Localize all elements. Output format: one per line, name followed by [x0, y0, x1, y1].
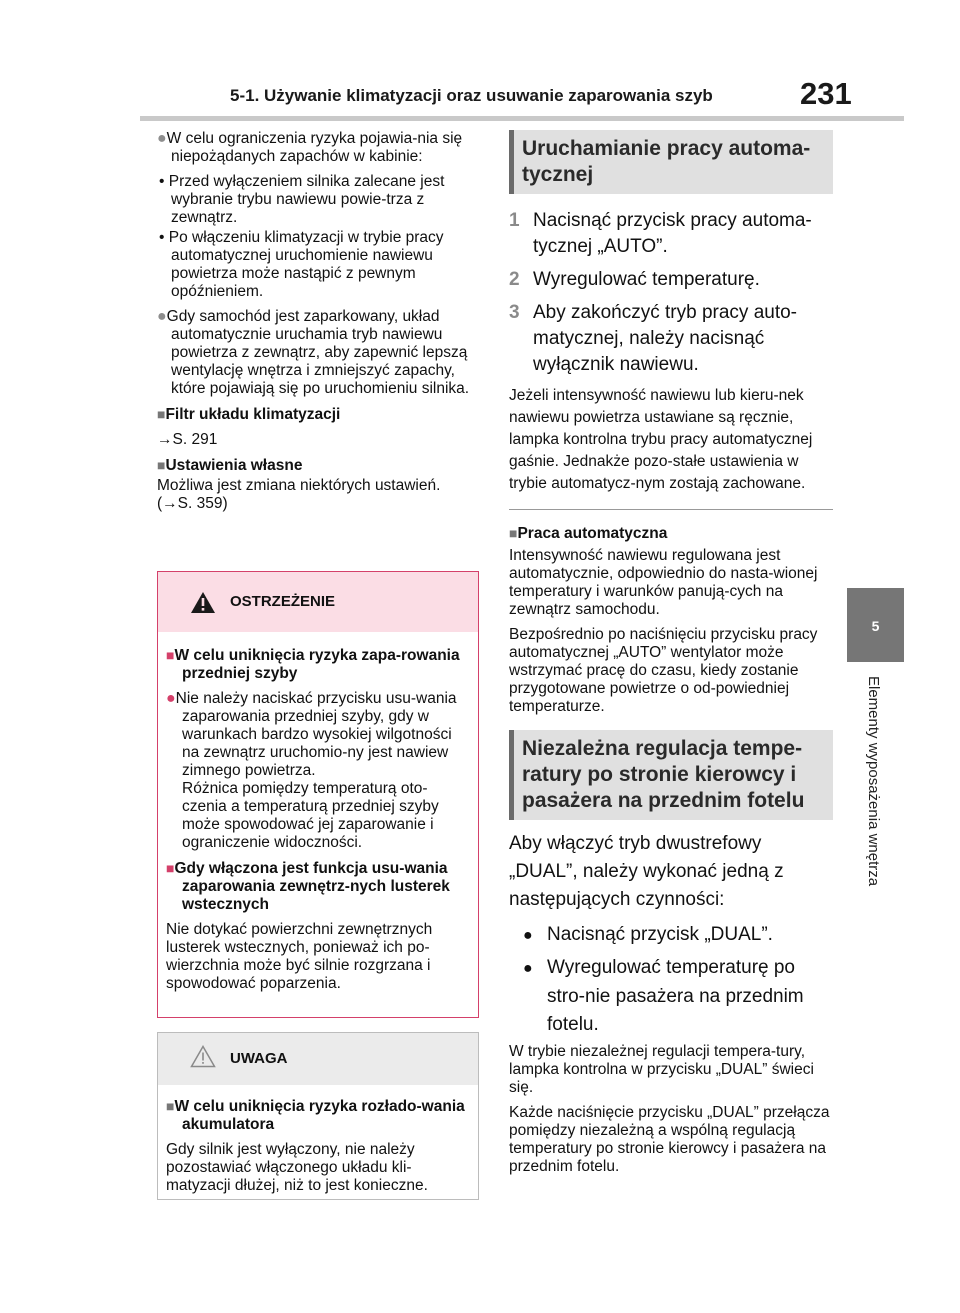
warning-paragraph: ●Nie należy naciskać przycisku usu-wania…: [166, 690, 457, 851]
dual-intro: Aby włączyć tryb dwustrefowy „DUAL”, nal…: [509, 833, 784, 910]
caution-triangle-icon: [190, 1045, 216, 1068]
header-divider: [140, 116, 904, 121]
square-bullet-icon: ■: [166, 647, 175, 663]
dual-paragraph: W trybie niezależnej regulacji tempera-t…: [509, 1043, 814, 1096]
list-item: • Przed wyłączeniem silnika zalecane jes…: [159, 173, 445, 226]
section-heading-auto: Uruchamianie pracy automa-tycznej: [509, 130, 833, 194]
subheading-settings: ■Ustawienia własne: [157, 457, 303, 474]
square-bullet-icon: ■: [509, 525, 518, 541]
notice-box: UWAGA ■W celu uniknięcia ryzyka rozłado-…: [157, 1032, 479, 1200]
list-item: • Po włączeniu klimatyzacji w trybie pra…: [159, 229, 444, 300]
square-bullet-icon: ■: [166, 860, 175, 876]
square-bullet-icon: ■: [166, 1098, 175, 1114]
page-reference: →S. 291: [157, 431, 218, 448]
note-paragraph: ●Gdy samochód jest zaparkowany, układ au…: [157, 308, 470, 397]
warning-triangle-icon: [191, 592, 215, 613]
bullet-dot-icon: ●: [523, 960, 533, 977]
subheading-filter: ■Filtr układu klimatyzacji: [157, 406, 341, 423]
arrow-right-icon: →: [162, 495, 178, 512]
subheading-auto: ■Praca automatyczna: [509, 525, 668, 542]
warning-header: OSTRZEŻENIE: [158, 572, 478, 632]
dual-option: ●Wyregulować temperaturę po stro-nie pas…: [523, 957, 804, 1035]
page-header-title: 5-1. Używanie klimatyzacji oraz usuwanie…: [230, 86, 713, 105]
arrow-right-icon: →: [157, 431, 173, 448]
section-divider: [509, 509, 833, 510]
settings-text: Możliwa jest zmiana niektórych ustawień.…: [157, 477, 441, 512]
notice-title: UWAGA: [230, 1050, 288, 1067]
dual-paragraph: Każde naciśnięcie przycisku „DUAL” przeł…: [509, 1104, 830, 1175]
warning-body: ■W celu uniknięcia ryzyka zapa-rowania p…: [158, 632, 478, 993]
notice-body: ■W celu uniknięcia ryzyka rozłado-wania …: [158, 1085, 478, 1195]
auto-paragraph: Intensywność nawiewu regulowana jest aut…: [509, 547, 818, 618]
auto-paragraph: Bezpośrednio po naciśnięciu przycisku pr…: [509, 626, 818, 715]
dual-option: ●Nacisnąć przycisk „DUAL”.: [509, 921, 833, 950]
notice-header: UWAGA: [158, 1033, 478, 1085]
warning-subheading: ■W celu uniknięcia ryzyka zapa-rowania p…: [166, 647, 460, 682]
warning-title: OSTRZEŻENIE: [230, 593, 336, 610]
bullet-dot-icon: ●: [523, 927, 533, 944]
chapter-side-label: Elementy wyposażenia wnętrza: [865, 676, 882, 887]
bullet-dot-icon: ●: [157, 130, 167, 147]
warning-box: OSTRZEŻENIE ■W celu uniknięcia ryzyka za…: [157, 571, 479, 1018]
notice-paragraph: Gdy silnik jest wyłączony, nie należy po…: [166, 1141, 428, 1194]
notice-subheading: ■W celu uniknięcia ryzyka rozłado-wania …: [166, 1098, 465, 1133]
square-bullet-icon: ■: [157, 457, 166, 473]
auto-note: Jeżeli intensywność nawiewu lub kieru-ne…: [509, 387, 813, 492]
note-paragraph: ●W celu ograniczenia ryzyka pojawia-nia …: [157, 130, 463, 165]
square-bullet-icon: ■: [157, 406, 166, 422]
page-number: 231: [800, 76, 852, 111]
warning-paragraph: Nie dotykać powierzchni zewnętrznych lus…: [166, 921, 433, 992]
bullet-dot-icon: ●: [166, 690, 176, 707]
left-column: ●W celu ograniczenia ryzyka pojawia-nia …: [157, 130, 485, 520]
chapter-tab: 5: [847, 588, 904, 662]
warning-subheading: ■Gdy włączona jest funkcja usu-wania zap…: [166, 860, 450, 913]
bullet-dot-icon: ●: [157, 308, 167, 325]
section-heading-dual: Niezależna regulacja tempe-ratury po str…: [509, 730, 833, 820]
